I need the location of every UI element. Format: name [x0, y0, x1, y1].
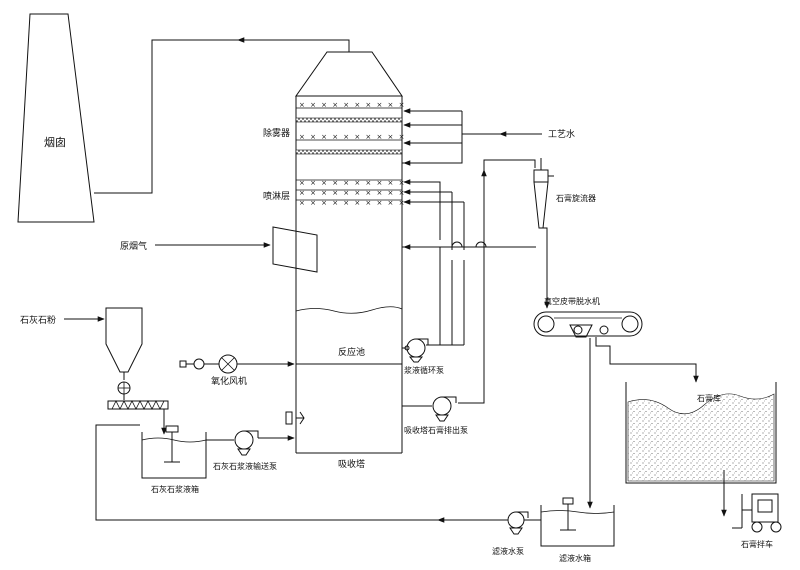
raw-flue-gas-label: 原烟气: [120, 240, 147, 252]
gypsum-pile-label: 石膏库: [697, 393, 721, 403]
filtrate-return-line: [95, 424, 508, 523]
vacuum-belt-filter: 真空皮带脱水机: [533, 296, 699, 509]
filtrate-tank: 滤液水箱: [540, 497, 615, 563]
chimney: 烟囱: [17, 13, 95, 223]
process-water-label: 工艺水: [548, 128, 575, 140]
demister-label: 除雾器: [263, 127, 290, 139]
slurry-feed-pump-label: 石灰石浆液输送泵: [213, 461, 277, 471]
clean-gas-line: [94, 37, 350, 194]
svg-text:××××××××××: ××××××××××: [299, 179, 410, 187]
gypsum-discharge-pump: 吸收塔石膏排出泵: [402, 396, 468, 435]
gypsum-cyclone-label: 石膏旋流器: [556, 193, 596, 203]
limestone-slurry-tank: 石灰石浆液箱: [141, 425, 207, 494]
process-water-lines: 工艺水: [402, 108, 575, 166]
gypsum-truck: 石膏拌车: [732, 493, 782, 549]
svg-text:××××××××××: ××××××××××: [299, 133, 410, 141]
recirculation-pump-label: 浆液循环泵: [404, 365, 444, 375]
spray-layer-label: 喷淋层: [263, 190, 290, 202]
oxidation-fan-label: 氧化风机: [211, 375, 247, 387]
svg-text:××××××××××: ××××××××××: [299, 189, 410, 197]
limestone-silo: 石灰石粉: [20, 307, 169, 435]
svg-text:××××××××××: ××××××××××: [299, 101, 410, 109]
slurry-feed-pump: 石灰石浆液输送泵: [206, 430, 295, 471]
raw-flue-gas-inlet: 原烟气: [120, 226, 318, 273]
vacuum-belt-filter-label: 真空皮带脱水机: [544, 296, 600, 306]
gypsum-discharge-pump-label: 吸收塔石膏排出泵: [404, 425, 468, 435]
gypsum-bleed-line: [402, 159, 536, 404]
spray-layer: ×××××××××× ×××××××××× ×××××××××× 喷淋层: [263, 179, 410, 207]
absorber-agitator: [285, 411, 305, 425]
gypsum-cyclone: 石膏旋流器: [533, 158, 596, 309]
slurry-tank-label: 石灰石浆液箱: [151, 484, 199, 494]
absorber-tower: 吸收塔: [295, 51, 403, 470]
chimney-label: 烟囱: [44, 135, 66, 149]
filtrate-pump: 滤液水泵: [492, 511, 541, 556]
reaction-tank-label: 反应池: [338, 346, 365, 358]
filtrate-pump-label: 滤液水泵: [492, 546, 524, 556]
gypsum-truck-label: 石膏拌车: [741, 539, 773, 549]
absorber-label: 吸收塔: [338, 458, 365, 470]
limestone-powder-label: 石灰石粉: [20, 314, 56, 326]
recirculation-lines: [403, 179, 465, 346]
svg-text:××××××××××: ××××××××××: [299, 199, 410, 207]
oxidation-fan: 氧化风机: [179, 354, 402, 387]
filtrate-tank-label: 滤液水箱: [559, 553, 591, 563]
gypsum-storage: 石膏库: [625, 382, 777, 517]
recirculation-pump: 浆液循环泵: [402, 338, 444, 375]
demister: ×××××××××× ×××××××××× 除雾器: [263, 101, 410, 155]
